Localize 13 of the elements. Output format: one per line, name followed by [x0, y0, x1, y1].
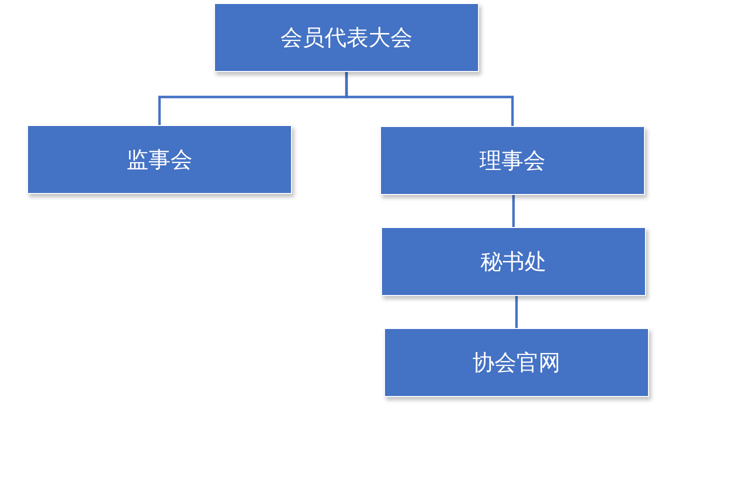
box-label: 协会官网 [472, 350, 560, 378]
org-box [27, 125, 292, 194]
connector-line [515, 296, 518, 328]
box-label: 会员代表大会 [280, 24, 412, 52]
org-box [380, 126, 645, 195]
box-label: 理事会 [480, 148, 546, 176]
box-label: 秘书处 [480, 248, 546, 276]
box-label: 监事会 [126, 146, 192, 174]
connector-line [345, 72, 514, 126]
org-box [214, 3, 479, 72]
org-box [381, 227, 646, 296]
connector-line [512, 195, 515, 227]
org-box [384, 328, 649, 397]
